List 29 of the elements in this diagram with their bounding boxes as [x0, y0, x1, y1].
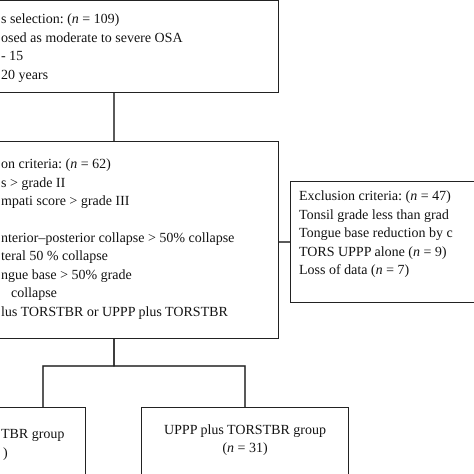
box-text: s selection: (n = 109) [1, 11, 120, 29]
box-text: TBR group [1, 426, 64, 444]
box-text: osed as moderate to severe OSA [1, 30, 183, 48]
box-text: Exclusion criteria: (n = 47) [299, 188, 451, 206]
box-text: teral 50 % collapse [1, 248, 108, 266]
process-box [0, 407, 86, 474]
box-text: nterior–posterior collapse > 50% collapse [1, 230, 234, 248]
box-text: TORS UPPP alone (n = 9) [299, 244, 447, 262]
box-text: Tongue base reduction by c [299, 225, 453, 243]
box-text: ngue base > 50% grade [1, 266, 132, 284]
box-text: collapse [11, 285, 57, 303]
box-text: on criteria: (n = 62) [1, 156, 111, 174]
box-text: s > grade II [1, 174, 66, 192]
box-text: mpati score > grade III [1, 193, 130, 211]
box-text: UPPP plus TORSTBR group [164, 422, 326, 440]
box-text: 20 years [1, 66, 48, 84]
process-box [0, 0, 279, 93]
connector-line [113, 339, 246, 407]
box-text: Tonsil grade less than grad [299, 206, 449, 224]
process-box [141, 407, 349, 474]
box-text: - 15 [1, 48, 24, 66]
box-text: ) [3, 444, 8, 462]
process-box [290, 181, 474, 303]
connector-line [279, 241, 290, 243]
process-box [0, 141, 279, 339]
box-text: lus TORSTBR or UPPP plus TORSTBR [1, 304, 228, 322]
box-text: Loss of data (n = 7) [299, 262, 410, 280]
connector-line [113, 93, 115, 141]
box-text: (n = 31) [222, 440, 268, 458]
